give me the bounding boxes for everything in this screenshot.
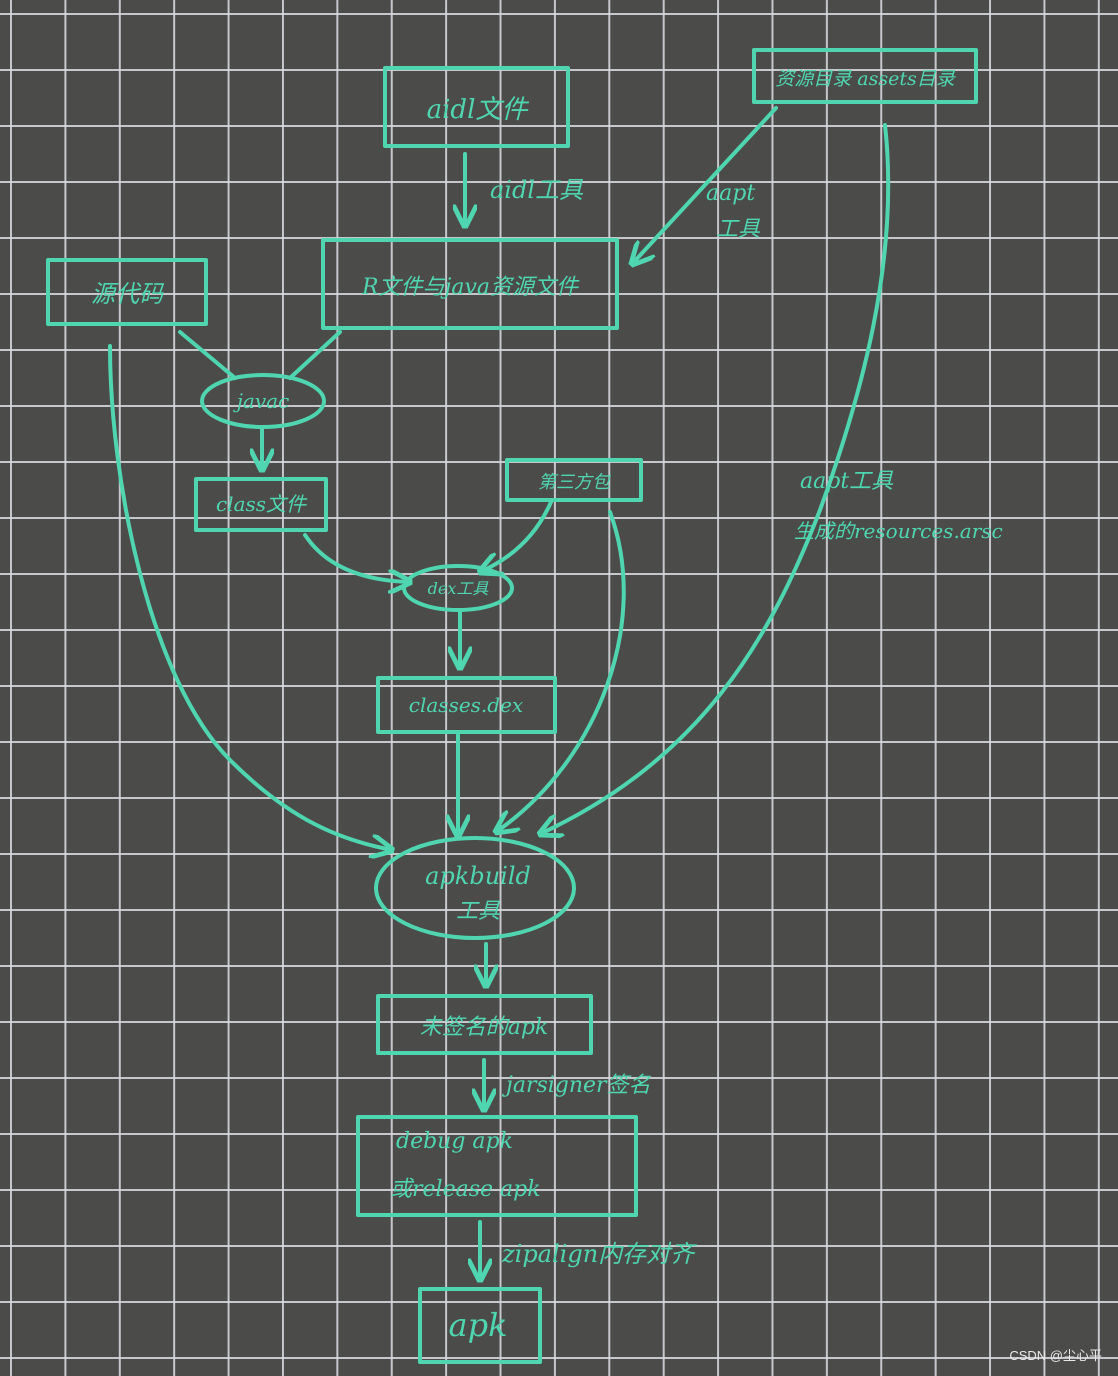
edge-third-to-dex bbox=[480, 500, 553, 572]
classes-dex-label: classes.dex bbox=[409, 693, 523, 717]
apkbuilder-label-line1: apkbuild bbox=[425, 862, 531, 890]
edge-source-to-apkbuilder bbox=[108, 344, 392, 850]
aapt-top-label-line2: 工具 bbox=[716, 217, 761, 242]
aidl-file-box bbox=[383, 66, 570, 148]
signed-apk-label-line1: debug apk bbox=[396, 1129, 513, 1154]
edge-r-to-javac bbox=[288, 330, 342, 380]
final-apk-label: apk bbox=[449, 1306, 508, 1344]
class-file-label: class文件 bbox=[216, 492, 308, 516]
signed-apk-label-line2: 或release apk bbox=[390, 1177, 541, 1202]
edge-source-to-javac bbox=[178, 330, 237, 380]
source-code-label: 源代码 bbox=[91, 280, 165, 308]
javac-label: javac bbox=[233, 389, 290, 413]
res-assets-box bbox=[752, 48, 978, 104]
dex-tool-label: dex工具 bbox=[428, 579, 490, 598]
res-assets-label: 资源目录 assets目录 bbox=[775, 68, 956, 90]
unsigned-apk-label: 未签名的apk bbox=[420, 1015, 549, 1040]
edge-res-to-apkbuilder bbox=[540, 123, 891, 834]
signed-apk-box bbox=[356, 1115, 638, 1217]
source-code-box bbox=[46, 258, 208, 326]
aapt-top-label-line1: aapt bbox=[706, 181, 755, 206]
aidl-tool-label: aidl工具 bbox=[490, 176, 584, 204]
classes-dex-box bbox=[376, 676, 557, 734]
apkbuilder-ellipse bbox=[374, 836, 576, 940]
jarsigner-label: jarsigner签名 bbox=[501, 1073, 652, 1098]
r-java-label: R文件与java资源文件 bbox=[361, 275, 580, 300]
edge-third-to-apkbuilder bbox=[496, 510, 626, 832]
third-party-box bbox=[505, 458, 643, 502]
edge-res-to-r bbox=[632, 106, 778, 264]
aidl-file-label: aidl文件 bbox=[427, 95, 530, 125]
class-file-box bbox=[194, 477, 328, 532]
csdn-watermark: CSDN @尘心平 bbox=[1009, 1348, 1102, 1363]
aapt-right-label-line1: aapt工具 bbox=[800, 469, 894, 494]
zipalign-label: zipalign内存对齐 bbox=[501, 1240, 697, 1268]
edge-class-to-dex bbox=[303, 533, 410, 582]
aapt-right-label-line2: 生成的resources.arsc bbox=[794, 519, 1003, 543]
unsigned-apk-box bbox=[376, 994, 593, 1055]
apkbuilder-label-line2: 工具 bbox=[456, 899, 501, 924]
final-apk-box bbox=[418, 1287, 542, 1364]
third-party-label: 第三方包 bbox=[538, 472, 611, 493]
r-java-box bbox=[321, 238, 619, 330]
